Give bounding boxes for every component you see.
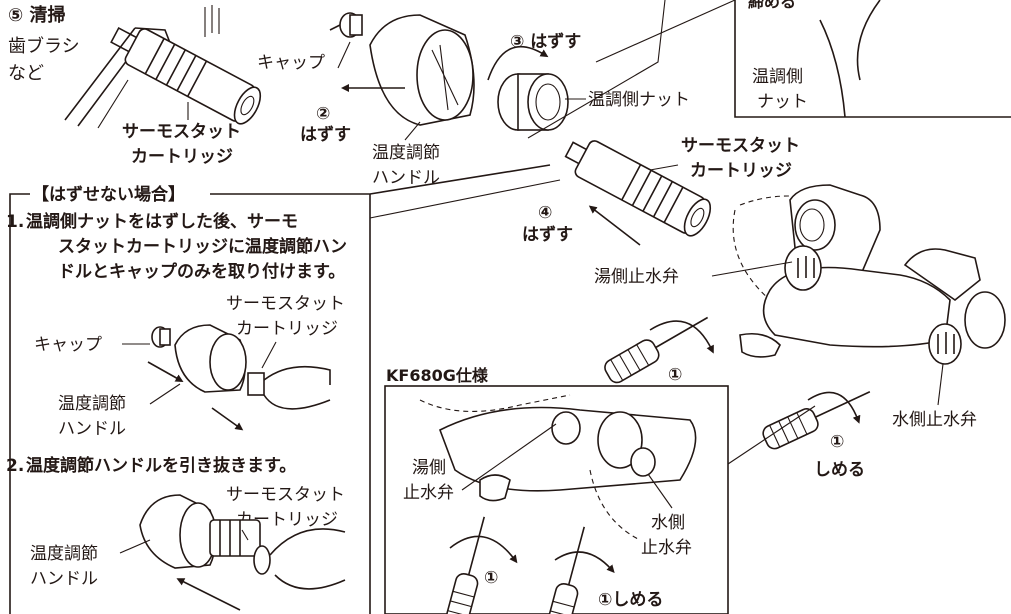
step5-tool-line2: など bbox=[8, 63, 44, 84]
kf680g-cold-line1: 水側 bbox=[651, 513, 685, 533]
left-cartridge-label-a-line1: サーモスタット bbox=[226, 294, 345, 314]
faucet-body-drawing bbox=[732, 184, 1006, 365]
item1-line1: 温調側ナットをはずした後、サーモ bbox=[26, 211, 298, 232]
temperature-handle-drawing bbox=[369, 14, 475, 126]
inset-nut-line1: 温調側 bbox=[752, 67, 803, 87]
leader-line bbox=[647, 473, 673, 509]
arrow-attach-handle bbox=[147, 361, 184, 382]
arrow-pull-handle bbox=[176, 578, 241, 611]
left-cartridge-label-b-line2: カートリッジ bbox=[236, 510, 338, 530]
leader-line bbox=[595, 0, 736, 63]
inset-tighten-label: 締める bbox=[748, 0, 796, 11]
kf680g-num: ① bbox=[484, 568, 498, 588]
water-drip-lines bbox=[204, 5, 220, 37]
arrow-remove-cartridge bbox=[588, 205, 641, 246]
leader-line bbox=[149, 383, 181, 405]
leader-line bbox=[461, 423, 557, 491]
leader-line bbox=[337, 41, 351, 69]
kf680g-hot-line2: 止水弁 bbox=[403, 483, 454, 503]
kf680g-screwdriver-hot-drawing bbox=[446, 516, 486, 614]
arrow-tighten-cold bbox=[807, 391, 861, 424]
step3-text: ③ はずす bbox=[510, 32, 581, 52]
arrow-rotate-nut bbox=[487, 45, 549, 81]
left-cartridge-label-a-line2: カートリッジ bbox=[236, 319, 338, 339]
leader-line bbox=[711, 261, 793, 277]
cartridge-label-top-line1: サーモスタット bbox=[122, 122, 241, 142]
cap-label-top: キャップ bbox=[257, 53, 325, 73]
kf680g-screwdriver-cold-drawing bbox=[546, 526, 586, 614]
step1-tighten-text: しめる bbox=[814, 460, 865, 480]
screwdriver-cold-drawing bbox=[762, 391, 871, 450]
kf680g-title: KF680G仕様 bbox=[386, 366, 489, 385]
nut-label: 温調側ナット bbox=[588, 90, 690, 110]
hot-valve-label: 湯側止水弁 bbox=[594, 267, 679, 287]
leader-line bbox=[241, 529, 249, 541]
cartridge-label-mid-line2: カートリッジ bbox=[690, 161, 792, 181]
cap-drawing bbox=[329, 12, 363, 38]
step1-tighten-num: ① bbox=[830, 432, 844, 452]
arrow-kf680g-cold bbox=[554, 551, 615, 573]
nut-drawing bbox=[497, 73, 569, 131]
item1-line3: ドルとキャップのみを取り付けます。 bbox=[58, 261, 345, 282]
left-cartridge-label-b-line1: サーモスタット bbox=[226, 485, 345, 505]
kf680g-faucet-drawing bbox=[419, 394, 697, 541]
cartridge-label-mid-line1: サーモスタット bbox=[681, 136, 800, 156]
kf680g-tighten: ①しめる bbox=[598, 590, 663, 610]
left-handle-cartridge-drawing-b bbox=[139, 494, 346, 590]
kf680g-cold-line2: 止水弁 bbox=[641, 538, 692, 558]
step5-tool-line1: 歯ブラシ bbox=[8, 35, 80, 57]
left-cartridge-drawing-a bbox=[247, 365, 331, 410]
step2-text: はずす bbox=[300, 125, 351, 145]
inset-nut-box bbox=[734, 0, 1011, 118]
leader-line bbox=[649, 164, 679, 171]
cartridge-cleaning-drawing bbox=[110, 26, 262, 125]
item2-text: 温度調節ハンドルを引き抜きます。 bbox=[26, 455, 296, 476]
leader-line bbox=[261, 341, 277, 369]
item2-num: 2. bbox=[6, 456, 24, 476]
inset-nut-line2: ナット bbox=[757, 92, 808, 112]
leader-line bbox=[937, 363, 944, 406]
left-cap-label: キャップ bbox=[34, 335, 102, 355]
screwdriver-hot-drawing bbox=[604, 316, 709, 384]
leader-line bbox=[404, 121, 421, 141]
handle-label-top-line2: ハンドル bbox=[372, 168, 440, 188]
left-handle-drawing-a bbox=[174, 324, 247, 393]
left-handle-label-a-line1: 温度調節 bbox=[58, 394, 126, 414]
arrow-attach-cartridge bbox=[211, 407, 244, 431]
left-handle-label-b-line1: 温度調節 bbox=[30, 544, 98, 564]
left-handle-label-b-line2: ハンドル bbox=[30, 569, 98, 589]
step1-num: ① bbox=[668, 365, 682, 385]
arrow-tighten-hot bbox=[649, 320, 714, 354]
handle-label-top-line1: 温度調節 bbox=[372, 143, 440, 163]
kf680g-hot-line1: 湯側 bbox=[412, 458, 446, 478]
cannot-remove-frame bbox=[9, 164, 561, 614]
left-cap-drawing bbox=[151, 326, 171, 348]
item1-num: 1. bbox=[6, 212, 24, 232]
leader-line bbox=[119, 539, 151, 554]
step5-title: ⑤ 清掃 bbox=[8, 4, 66, 26]
step4-num: ④ bbox=[538, 203, 552, 223]
arrow-kf680g-hot bbox=[449, 535, 518, 564]
cannot-remove-title: 【はずせない場合】 bbox=[32, 184, 185, 205]
item1-line2: スタットカートリッジに温度調節ハン bbox=[58, 236, 347, 257]
cartridge-removal-drawing bbox=[564, 140, 712, 237]
leader-line bbox=[727, 405, 816, 465]
left-handle-label-a-line2: ハンドル bbox=[58, 419, 126, 439]
step4-text: はずす bbox=[522, 225, 573, 245]
kf680g-inset-frame bbox=[384, 385, 729, 614]
cartridge-label-top-line2: カートリッジ bbox=[131, 147, 233, 167]
leader-line bbox=[527, 0, 666, 139]
cold-valve-label: 水側止水弁 bbox=[892, 410, 977, 430]
step2-num: ② bbox=[316, 104, 330, 124]
